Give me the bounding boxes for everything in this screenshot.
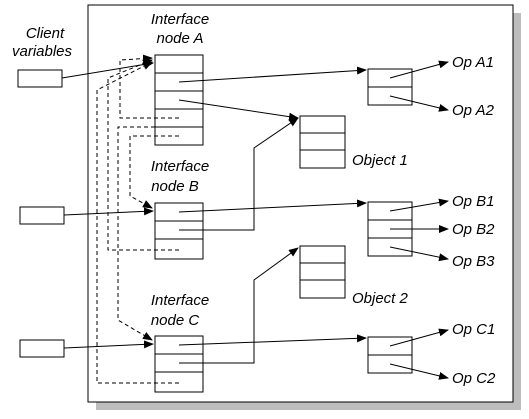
node-b-label-2: node B	[151, 178, 199, 195]
dashed-link-a-self	[119, 54, 179, 119]
object-2	[299, 245, 346, 299]
arrow-op-c1	[389, 328, 449, 347]
arrow-op-b1	[389, 198, 449, 212]
op-c1-label: Op C1	[452, 321, 495, 338]
op-c2-label: Op C2	[452, 370, 496, 387]
op-b1-label: Op B1	[452, 193, 495, 210]
node-c-label-2: node C	[151, 312, 200, 329]
arrow-op-b3	[389, 246, 449, 262]
object-2-label: Object 2	[352, 290, 409, 307]
dashed-link-a-to-c	[117, 126, 155, 341]
object-1-label: Object 1	[352, 152, 408, 169]
client-variables-label-1: Client	[26, 25, 65, 42]
arrow-c-object2	[179, 247, 299, 364]
arrow-op-a1	[389, 60, 449, 79]
arrow-b-opstable	[178, 199, 367, 213]
op-table-c	[367, 336, 413, 374]
client-var-b	[19, 206, 65, 225]
dashed-link-a-to-b	[129, 135, 179, 209]
client-var-a	[17, 69, 63, 88]
arrow-a-object1	[178, 99, 299, 121]
op-a1-label: Op A1	[452, 54, 494, 71]
arrow-op-a2	[389, 95, 449, 112]
op-b3-label: Op B3	[452, 253, 495, 270]
op-table-a	[367, 68, 413, 106]
object-1	[299, 115, 346, 169]
node-c-label-1: Interface	[151, 292, 209, 309]
op-b2-label: Op B2	[452, 221, 495, 238]
arrow-c-opstable	[178, 334, 367, 346]
arrow-b-object1	[179, 117, 299, 231]
outer-frame	[87, 4, 514, 403]
arrow-a-opstable	[178, 66, 367, 83]
node-b-label-1: Interface	[151, 158, 209, 175]
client-var-c	[19, 339, 65, 358]
node-a-label-1: Interface	[151, 11, 209, 28]
arrow-op-c2	[389, 363, 449, 380]
client-variables-label-2: variables	[12, 43, 73, 60]
arrow-client-c	[63, 340, 154, 349]
dashed-link-b-to-a	[107, 59, 179, 251]
op-a2-label: Op A2	[452, 102, 495, 119]
node-a-label-2: node A	[157, 30, 204, 47]
